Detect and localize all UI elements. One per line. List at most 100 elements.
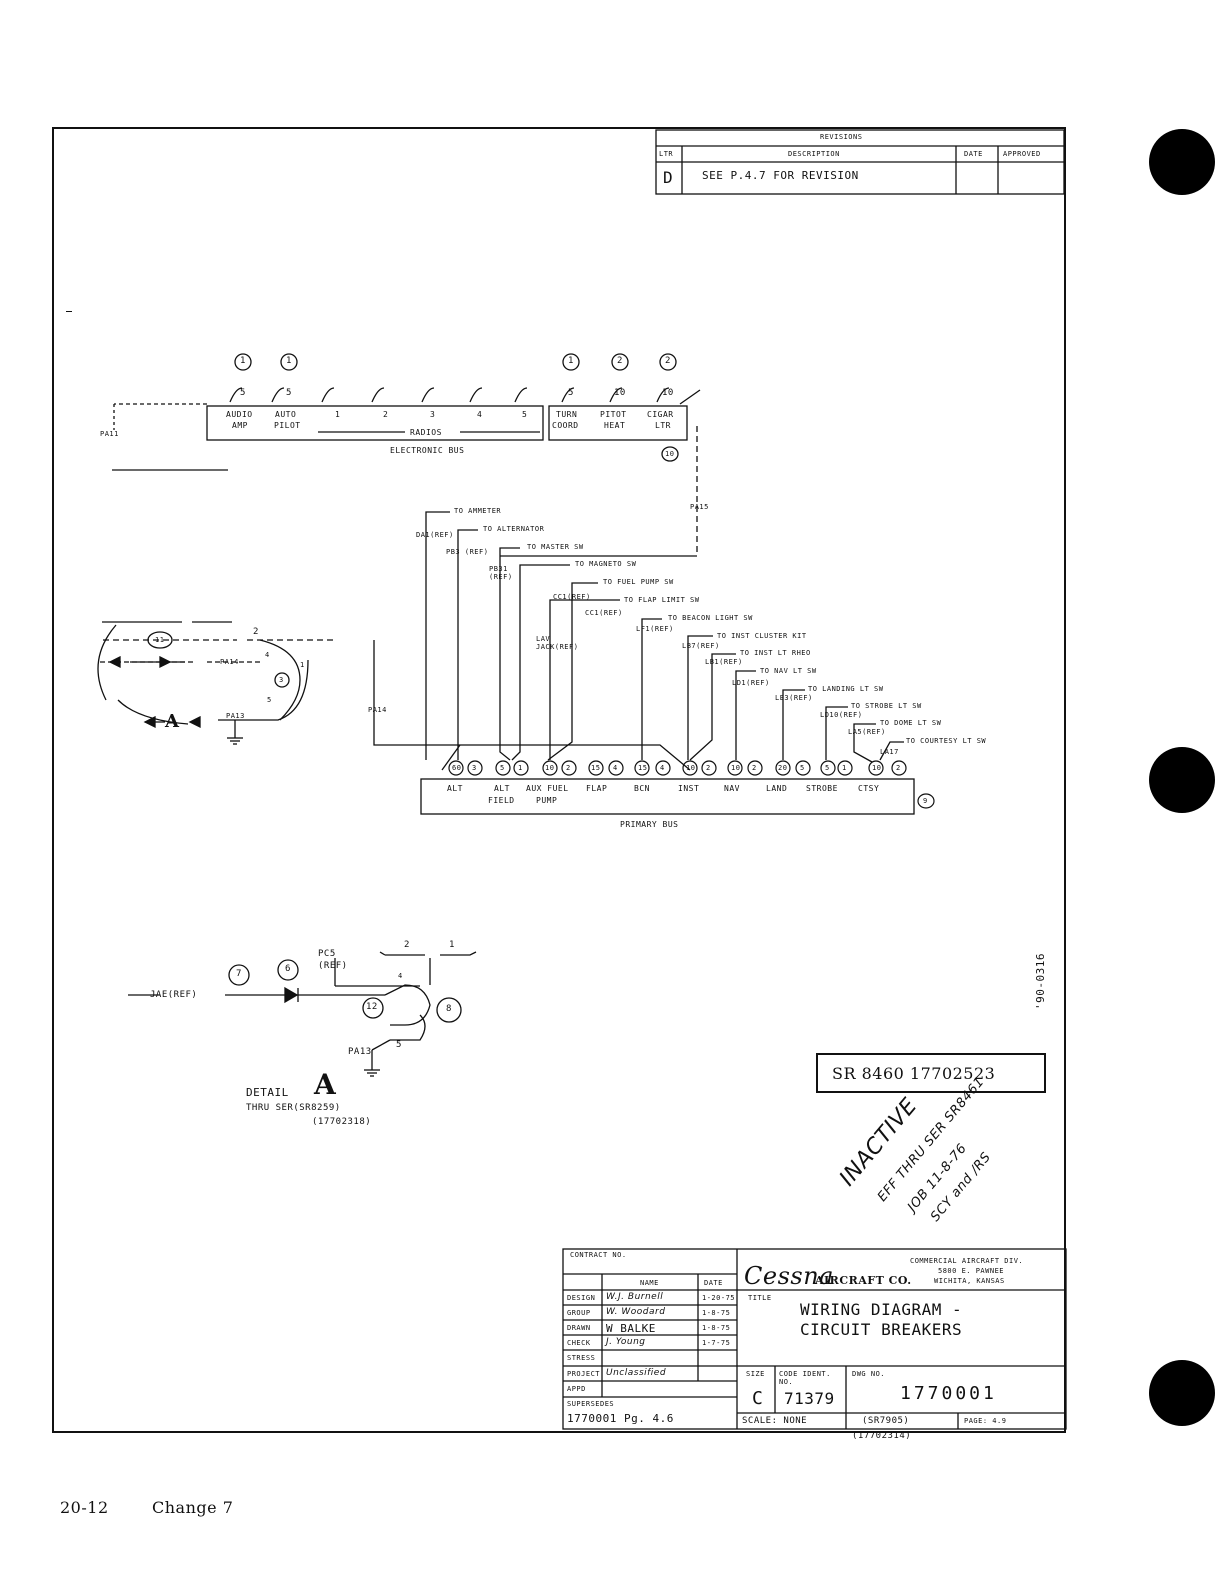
breaker-amps: 10 bbox=[614, 388, 626, 398]
revisions-header-date: DATE bbox=[964, 150, 983, 158]
note-number: 1 bbox=[286, 356, 292, 366]
breaker-note: 2 bbox=[752, 764, 757, 772]
detail-wire-pa13: PA13 bbox=[348, 1047, 372, 1057]
feed-to-ammeter: TO AMMETER bbox=[454, 507, 502, 515]
breaker-amps: 60 bbox=[452, 764, 462, 772]
breaker-note: 4 bbox=[613, 764, 618, 772]
feed-to-alternator: TO ALTERNATOR bbox=[483, 525, 545, 533]
page-value: PAGE: 4.9 bbox=[964, 1417, 1007, 1425]
electronic-bus-label: ELECTRONIC BUS bbox=[390, 446, 465, 455]
feed-to-dome-lt-sw: TO DOME LT SW bbox=[880, 719, 942, 727]
breaker-amps: 5 bbox=[500, 764, 505, 772]
feed-to-beacon-light-sw: TO BEACON LIGHT SW bbox=[668, 614, 753, 622]
supersedes-value: 1770001 Pg. 4.6 bbox=[567, 1412, 674, 1425]
detail-ref-jae: JAE(REF) bbox=[150, 990, 198, 1000]
breaker-amps: 15 bbox=[638, 764, 648, 772]
feed-to-nav-lt-sw: TO NAV LT SW bbox=[760, 667, 817, 675]
breaker-note: 3 bbox=[472, 764, 477, 772]
revisions-header-description: DESCRIPTION bbox=[788, 150, 840, 158]
primary-bus-label: PRIMARY BUS bbox=[620, 820, 679, 829]
revisions-title: REVISIONS bbox=[820, 133, 863, 141]
feed-to-fuel-pump-sw: TO FUEL PUMP SW bbox=[603, 578, 674, 586]
feed-ref-pb31: PB31 (REF) bbox=[489, 565, 513, 581]
row-name-project: Unclassified bbox=[606, 1368, 667, 1378]
detail-marker-a: A bbox=[314, 1068, 337, 1101]
breaker-amps: 20 bbox=[778, 764, 788, 772]
row-date-check: 1-7-75 bbox=[702, 1339, 731, 1347]
row-name-drawn: W BALKE bbox=[606, 1322, 656, 1335]
feed-ref-cc1-b: CC1(REF) bbox=[585, 609, 623, 617]
feed-ref-lb7: LB7(REF) bbox=[682, 642, 720, 650]
feed-ref-lf1: LF1(REF) bbox=[636, 625, 674, 633]
revisions-header-approved: APPROVED bbox=[1003, 150, 1041, 158]
sr-value: (SR7905) bbox=[862, 1416, 910, 1426]
breaker-amps: 15 bbox=[591, 764, 601, 772]
title-col-date: DATE bbox=[704, 1279, 723, 1287]
below-block-number: (17702314) bbox=[852, 1431, 912, 1441]
footer-change: Change 7 bbox=[152, 1498, 234, 1517]
detail-num-4: 4 bbox=[398, 972, 403, 980]
bus-label-alt: ALT bbox=[447, 784, 463, 793]
bus-label-inst: INST bbox=[678, 784, 700, 793]
address-line1: 5800 E. PAWNEE bbox=[938, 1267, 1005, 1275]
breaker-note: 5 bbox=[800, 764, 805, 772]
row-name-design: W.J. Burnell bbox=[606, 1292, 664, 1302]
left-circuit-detail-marker: A bbox=[165, 711, 180, 732]
row-label-project: PROJECT bbox=[567, 1370, 601, 1378]
bus-label-bcn: BCN bbox=[634, 784, 650, 793]
breaker-label-coord: COORD bbox=[552, 421, 579, 430]
detail-note-8: 8 bbox=[446, 1004, 452, 1014]
punch-hole-middle bbox=[1149, 747, 1215, 813]
detail-num-2: 2 bbox=[404, 940, 410, 950]
bus-label-flap: FLAP bbox=[586, 784, 608, 793]
row-label-stress: STRESS bbox=[567, 1354, 596, 1362]
detail-ref-pc5: PC5 (REF) bbox=[318, 949, 348, 971]
revision-description: SEE P.4.7 FOR REVISION bbox=[702, 169, 859, 182]
breaker-label-pitot: PITOT bbox=[600, 410, 627, 419]
bus-label-nav: NAV bbox=[724, 784, 740, 793]
detail-note-7: 7 bbox=[236, 969, 242, 979]
revisions-header-ltr: LTR bbox=[659, 150, 674, 158]
left-circuit-num-4: 4 bbox=[265, 651, 270, 659]
breaker-amps: 5 bbox=[240, 388, 246, 398]
feed-to-strobe-lt-sw: TO STROBE LT SW bbox=[851, 702, 922, 710]
scale-value: SCALE: NONE bbox=[742, 1416, 808, 1426]
row-label-drawn: DRAWN bbox=[567, 1324, 591, 1332]
feed-ref-pb3: PB3 (REF) bbox=[446, 548, 489, 556]
feed-ref-le3: LE3(REF) bbox=[775, 694, 813, 702]
code-ident-label: CODE IDENT. NO. bbox=[779, 1370, 831, 1386]
breaker-label-turn: TURN bbox=[556, 410, 578, 419]
breaker-label-amp: AMP bbox=[232, 421, 248, 430]
breaker-note: 2 bbox=[706, 764, 711, 772]
left-circuit-num-11: 11 bbox=[155, 636, 165, 644]
bus-label-land: LAND bbox=[766, 784, 788, 793]
note-number: 1 bbox=[568, 356, 574, 366]
company-name: AIRCRAFT CO. bbox=[815, 1274, 912, 1287]
wire-pa11: PA11 bbox=[100, 430, 119, 438]
wire-pa14-bus: PA14 bbox=[368, 706, 387, 714]
breaker-amps: 10 bbox=[662, 388, 674, 398]
breaker-amps: 10 bbox=[686, 764, 696, 772]
wire-pa15: PA15 bbox=[690, 503, 709, 511]
dwg-no-label: DWG NO. bbox=[852, 1370, 886, 1378]
breaker-amps: 10 bbox=[731, 764, 741, 772]
title-col-name: NAME bbox=[640, 1279, 659, 1287]
dwg-no-value: 1770001 bbox=[900, 1383, 997, 1404]
radio-3-label: 3 bbox=[430, 410, 436, 419]
breaker-label-auto: AUTO bbox=[275, 410, 297, 419]
feed-ref-ld1: LD1(REF) bbox=[732, 679, 770, 687]
row-label-check: CHECK bbox=[567, 1339, 591, 1347]
row-date-drawn: 1-8-75 bbox=[702, 1324, 731, 1332]
size-label: SIZE bbox=[746, 1370, 765, 1378]
breaker-label-ltr: LTR bbox=[655, 421, 671, 430]
breaker-amps: 5 bbox=[825, 764, 830, 772]
feed-ref-cc1-a: CC1(REF) bbox=[553, 593, 591, 601]
row-label-group: GROUP bbox=[567, 1309, 591, 1317]
primary-bus-note-circle: 9 bbox=[923, 797, 928, 805]
breaker-note: 1 bbox=[842, 764, 847, 772]
breaker-label-heat: HEAT bbox=[604, 421, 626, 430]
feed-ref-da1: DA1(REF) bbox=[416, 531, 454, 539]
address-line2: WICHITA, KANSAS bbox=[934, 1277, 1005, 1285]
feed-to-magneto-sw: TO MAGNETO SW bbox=[575, 560, 637, 568]
breaker-amps: 10 bbox=[872, 764, 882, 772]
